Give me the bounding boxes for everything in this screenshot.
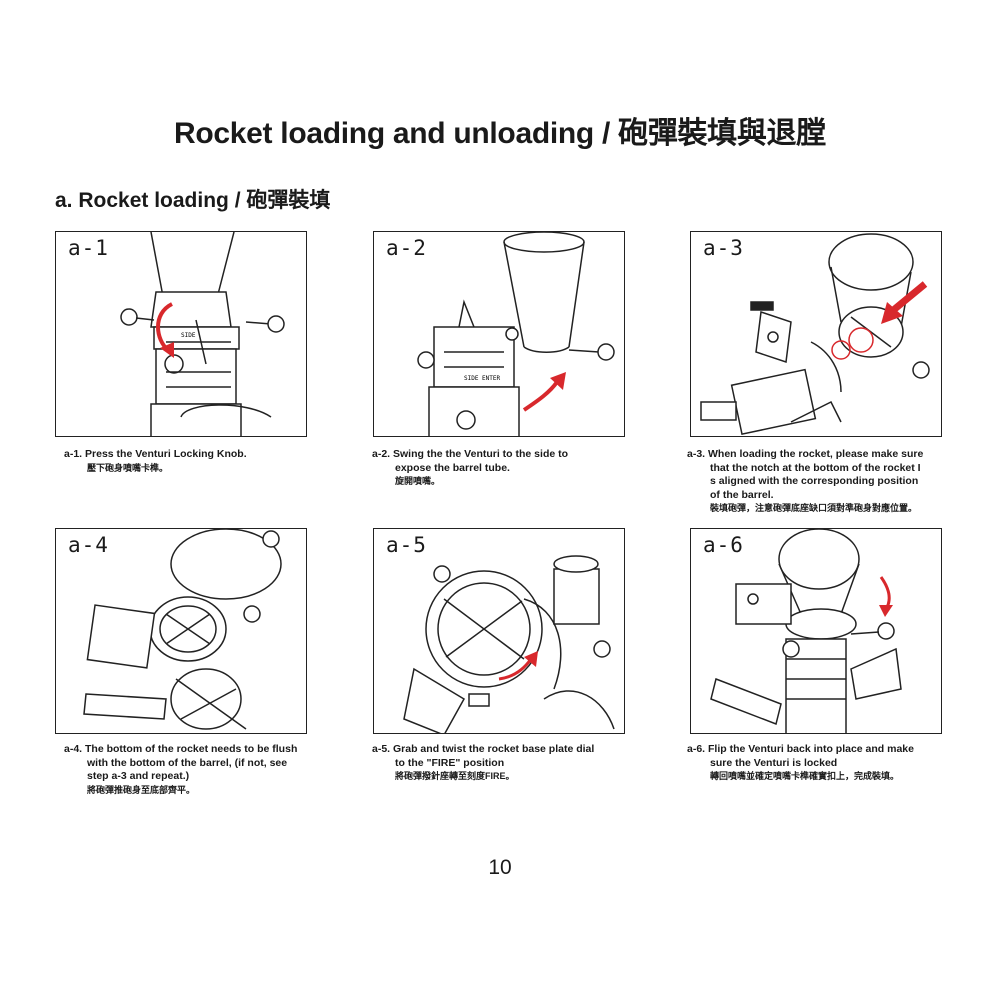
step-a2-caption: a-2. Swing the the Venturi to the side t… [372, 448, 672, 489]
part-marking: SIDE [181, 332, 196, 339]
caption-zh: 壓下砲身噴嘴卡榫。 [87, 462, 169, 473]
caption-en: a-1. Press the Venturi Locking Knob. [64, 448, 247, 460]
step-a4-illustration: a-4 [55, 528, 307, 734]
swing-venturi-drawing: SIDE ENTER [417, 232, 615, 436]
caption-en: a-3. When loading the rocket, please mak… [687, 448, 924, 501]
step-a2-illustration: a-2 SIDE ENTER [373, 231, 625, 437]
venturi-knob-drawing: SIDE [120, 232, 285, 436]
step-label: a-2 [384, 236, 429, 260]
flip-arrow [879, 576, 891, 610]
twist-arrow [498, 658, 533, 681]
step-label: a-5 [384, 533, 429, 557]
step-label: a-1 [66, 236, 111, 260]
caption-zh: 將砲彈撥針座轉至刻度FIRE。 [395, 771, 515, 781]
step-a3-illustration: a-3 [690, 231, 942, 437]
caption-zh: 將砲彈推砲身至底部齊平。 [87, 784, 196, 795]
page-number: 10 [488, 856, 512, 879]
step-a5-illustration: a-5 [373, 528, 625, 734]
step-label: a-4 [66, 533, 111, 557]
insert-arrow [888, 281, 928, 315]
step-a3-caption: a-3. When loading the rocket, please mak… [687, 448, 987, 516]
step-label: a-3 [701, 236, 746, 260]
part-marking: SIDE ENTER [464, 375, 501, 382]
caption-en: a-5. Grab and twist the rocket base plat… [372, 743, 595, 769]
page-title: Rocket loading and unloading / 砲彈裝填與退膛 [174, 117, 826, 150]
step-a6-illustration: a-6 [690, 528, 942, 734]
caption-en: a-2. Swing the the Venturi to the side t… [372, 448, 569, 474]
step-a1-illustration: a-1 SIDE [55, 231, 307, 437]
notch-highlight [831, 340, 851, 360]
caption-zh: 旋開噴嘴。 [395, 476, 441, 486]
caption-zh: 轉回噴嘴並確定噴嘴卡榫確實扣上，完成裝填。 [710, 771, 900, 781]
caption-en: a-6. Flip the Venturi back into place an… [687, 743, 914, 769]
swing-arrow [522, 380, 559, 412]
step-a6-caption: a-6. Flip the Venturi back into place an… [687, 743, 987, 784]
step-a1-caption: a-1. Press the Venturi Locking Knob. 壓下砲… [64, 448, 364, 475]
caption-zh: 裝填砲彈，注意砲彈底座缺口須對準砲身對應位置。 [710, 503, 918, 513]
section-title: a. Rocket loading / 砲彈裝填 [55, 189, 331, 212]
step-label: a-6 [701, 533, 746, 557]
insert-rocket-drawing [700, 233, 930, 436]
flush-rocket-drawing [83, 529, 282, 730]
step-a5-caption: a-5. Grab and twist the rocket base plat… [372, 743, 672, 784]
twist-dial-drawing [403, 555, 615, 733]
caption-en: a-4. The bottom of the rocket needs to b… [64, 743, 298, 782]
step-a4-caption: a-4. The bottom of the rocket needs to b… [64, 743, 364, 797]
lock-venturi-drawing [710, 529, 902, 733]
